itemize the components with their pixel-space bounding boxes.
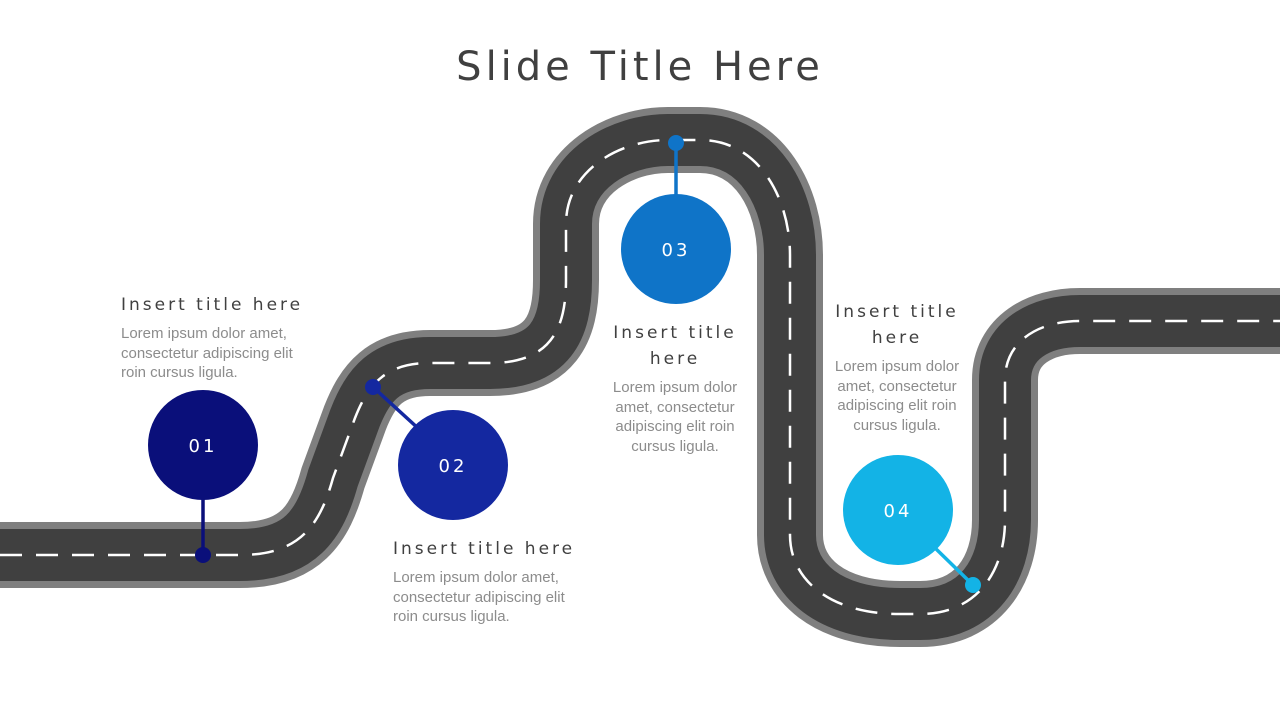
milestone-1-road-dot [195,547,211,563]
milestone-2-text: Insert title here Lorem ipsum dolor amet… [393,536,593,627]
milestone-2-road-dot [365,379,381,395]
milestone-1-label: 01 [189,436,218,457]
milestone-4-circle [843,455,953,565]
road [0,107,1280,647]
milestone-4-label: 04 [884,501,913,522]
milestone-1-title: Insert title here [121,295,304,315]
milestone-2: 02 [365,379,508,520]
milestone-4-body: Lorem ipsum dolor amet, consectetur adip… [834,358,960,434]
milestone-3-label: 03 [662,240,691,261]
milestone-1: 01 [148,390,258,563]
milestone-3-circle [621,194,731,304]
milestone-3-body: Lorem ipsum dolor amet, consectetur adip… [612,379,738,455]
milestone-3-title: Insert title here [613,323,737,369]
milestone-2-title: Insert title here [393,539,576,559]
lane-marking [0,138,1280,616]
milestone-2-connector [371,385,422,432]
milestone-1-body: Lorem ipsum dolor amet, consectetur adip… [121,325,293,381]
milestone-2-label: 02 [439,456,468,477]
milestone-1-text: Insert title here Lorem ipsum dolor amet… [121,292,321,383]
milestone-1-circle [148,390,258,500]
slide-title: Slide Title Here [456,44,824,90]
milestone-2-body: Lorem ipsum dolor amet, consectetur adip… [393,569,565,625]
milestone-3-text: Insert title here Lorem ipsum dolor amet… [604,320,746,456]
milestone-4-connector [930,543,975,587]
milestone-3: 03 [621,135,731,304]
milestone-2-circle [398,410,508,520]
milestone-4-title: Insert title here [835,302,959,348]
milestone-4: 04 [843,455,981,593]
milestone-4-road-dot [965,577,981,593]
milestone-3-road-dot [668,135,684,151]
milestone-4-text: Insert title here Lorem ipsum dolor amet… [826,299,968,435]
